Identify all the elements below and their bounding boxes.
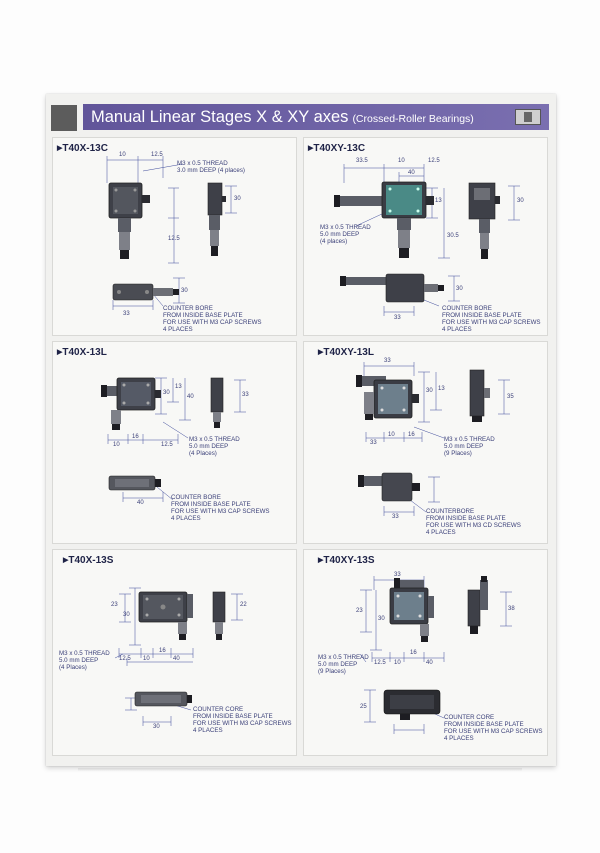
dimension-label: 30.5 xyxy=(447,233,459,239)
dimension-label: 33 xyxy=(384,358,391,364)
panel-t40x-13c: T40X-13C 10 12.5 xyxy=(52,137,297,336)
panel-label: T40X-13L xyxy=(57,347,106,358)
panel-label: T40X-13C xyxy=(57,143,108,154)
dimension-label: 33 xyxy=(242,392,249,398)
stage-drawing xyxy=(106,156,237,310)
dimension-label: 30 xyxy=(426,388,433,394)
page-title: Manual Linear Stages X & XY axes xyxy=(91,107,349,126)
dimension-label: 40 xyxy=(173,656,180,662)
title-banner: Manual Linear Stages X & XY axes (Crosse… xyxy=(83,104,549,130)
dimension-label: 13 xyxy=(435,198,442,204)
dimension-label: 30 xyxy=(163,390,170,396)
dimension-label: 33 xyxy=(394,572,401,578)
dimension-label: 12.5 xyxy=(428,158,440,164)
stage-drawing xyxy=(101,377,246,502)
panel-label: T40XY-13S xyxy=(318,555,374,566)
dimension-label: 35 xyxy=(507,394,514,400)
dimension-label: 40 xyxy=(137,500,144,506)
dimension-label: 30 xyxy=(517,198,524,204)
dimension-label: 10 xyxy=(119,152,126,158)
dimension-label: 33 xyxy=(392,514,399,520)
dimension-label: 30 xyxy=(123,612,130,618)
panel-t40xy-13s: T40XY-13S 33 23 xyxy=(303,549,548,756)
dimension-label: 12.5 xyxy=(151,152,163,158)
dimension-label: 16 xyxy=(408,432,415,438)
stage-logo-icon xyxy=(515,109,541,125)
dimension-label: 30 xyxy=(456,286,463,292)
dimension-label: 12.5 xyxy=(119,656,131,662)
dimension-label: 33.5 xyxy=(356,158,368,164)
dimension-label: 40 xyxy=(187,394,194,400)
dimension-label: 25 xyxy=(360,704,367,710)
stage-drawing xyxy=(334,164,520,316)
dimension-label: 30 xyxy=(378,616,385,622)
dimension-label: 30 xyxy=(181,288,188,294)
header-square-icon xyxy=(51,105,77,131)
dimension-label: 12.5 xyxy=(168,236,180,242)
panel-t40x-13l: T40X-13L 30 13 40 33 xyxy=(52,341,297,544)
panel-t40xy-13c: T40XY-13C xyxy=(303,137,548,336)
dimension-label: 16 xyxy=(159,648,166,654)
dimension-label: 33 xyxy=(394,315,401,321)
dimension-label: 23 xyxy=(111,602,118,608)
dimension-label: 33 xyxy=(123,311,130,317)
dimension-label: 10 xyxy=(398,158,405,164)
stage-drawing xyxy=(359,576,512,734)
dimension-label: 40 xyxy=(426,660,433,666)
panel-t40x-13s: T40X-13S 23 30 22 12. xyxy=(52,549,297,756)
stage-drawing xyxy=(114,587,243,726)
dimension-label: 13 xyxy=(175,384,182,390)
dimension-label: 22 xyxy=(240,602,247,608)
dimension-label: 23 xyxy=(356,608,363,614)
page-subtitle: (Crossed-Roller Bearings) xyxy=(352,112,474,125)
dimension-label: 10 xyxy=(388,432,395,438)
panel-t40xy-13l: T40XY-13L 33 30 xyxy=(303,341,548,544)
panel-label: T40X-13S xyxy=(63,555,113,566)
dimension-label: 16 xyxy=(132,434,139,440)
dimension-label: 10 xyxy=(113,442,120,448)
dimension-label: 12.5 xyxy=(374,660,386,666)
panel-label: T40XY-13L xyxy=(318,347,374,358)
panel-label: T40XY-13C xyxy=(308,143,365,154)
dimension-label: 38 xyxy=(508,606,515,612)
dimension-label: 30 xyxy=(153,724,160,730)
dimension-label: 10 xyxy=(143,656,150,662)
dimension-label: 10 xyxy=(394,660,401,666)
dimension-label: 12.5 xyxy=(161,442,173,448)
board-shadow xyxy=(78,768,522,771)
dimension-label: 30 xyxy=(234,196,241,202)
dimension-label: 16 xyxy=(410,650,417,656)
stage-drawing xyxy=(356,362,510,516)
dimension-label: 40 xyxy=(408,170,415,176)
dimension-label: 33 xyxy=(370,440,377,446)
dimension-label: 13 xyxy=(438,386,445,392)
